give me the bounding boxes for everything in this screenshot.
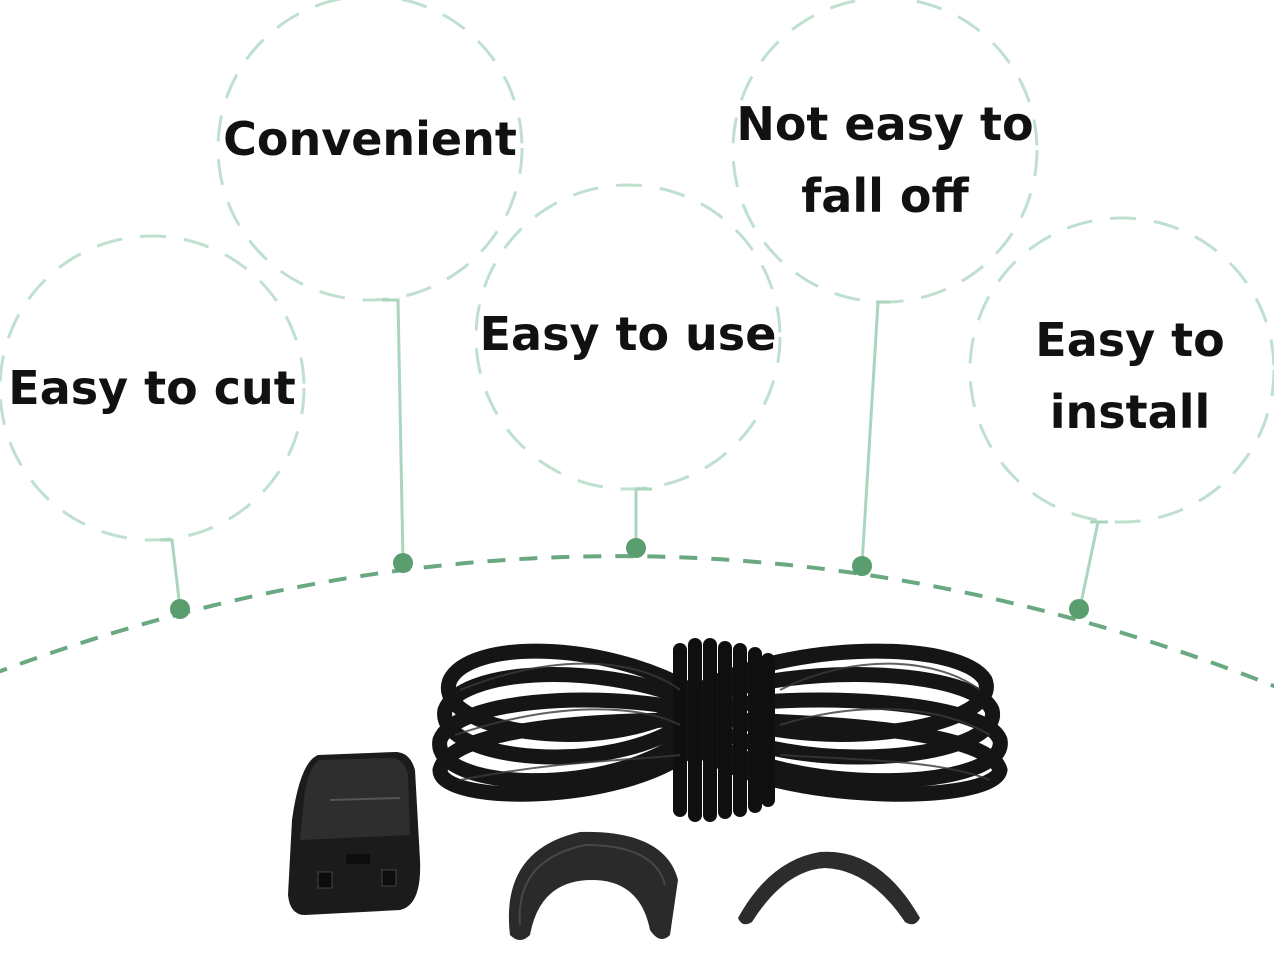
connectors bbox=[160, 298, 1108, 609]
feature-circle-easy-to-use bbox=[474, 183, 782, 491]
feature-label-easy-to-install-line-2: install bbox=[1049, 385, 1211, 439]
feature-label-not-easy-to-fall-off-line-1: Not easy to bbox=[736, 97, 1034, 151]
connector-easy-to-cut bbox=[160, 538, 182, 609]
horseshoe-lace-end-large-image bbox=[508, 831, 678, 940]
coil-highlights bbox=[454, 662, 991, 781]
feature-label-convenient-line-1: Convenient bbox=[223, 112, 517, 166]
feature-label-convenient: Convenient bbox=[220, 103, 520, 175]
feature-label-easy-to-install: Easy to install bbox=[980, 304, 1274, 448]
feature-circle-easy-to-install bbox=[968, 216, 1274, 524]
coiled-black-lace-image bbox=[432, 643, 1008, 802]
dot-convenient bbox=[393, 553, 413, 573]
connector-easy-to-install bbox=[1078, 520, 1108, 609]
connector-not-easy-to-fall-off bbox=[860, 300, 890, 566]
feature-label-easy-to-use: Easy to use bbox=[478, 298, 778, 370]
lace-lock-clip-image bbox=[288, 752, 421, 915]
product-illustration bbox=[288, 638, 1008, 940]
horseshoe-lace-end-small-image bbox=[738, 851, 920, 925]
connector-convenient bbox=[382, 298, 405, 563]
feature-circle-easy-to-cut bbox=[0, 234, 306, 542]
dot-easy-to-use bbox=[626, 538, 646, 558]
feature-circles bbox=[0, 0, 1274, 542]
feature-label-easy-to-install-line-1: Easy to bbox=[1035, 313, 1225, 367]
feature-label-not-easy-to-fall-off-line-2: fall off bbox=[801, 169, 969, 223]
feature-label-easy-to-use-line-1: Easy to use bbox=[479, 307, 777, 361]
feature-circle-convenient bbox=[216, 0, 524, 302]
dot-not-easy-to-fall-off bbox=[852, 556, 872, 576]
dot-easy-to-cut bbox=[170, 599, 190, 619]
feature-label-easy-to-cut: Easy to cut bbox=[2, 352, 302, 424]
feature-label-easy-to-cut-line-1: Easy to cut bbox=[8, 361, 296, 415]
coil-wrap bbox=[673, 638, 775, 822]
dot-easy-to-install bbox=[1069, 599, 1089, 619]
connector-dots bbox=[170, 538, 1089, 619]
feature-label-not-easy-to-fall-off: Not easy to fall off bbox=[735, 88, 1035, 232]
